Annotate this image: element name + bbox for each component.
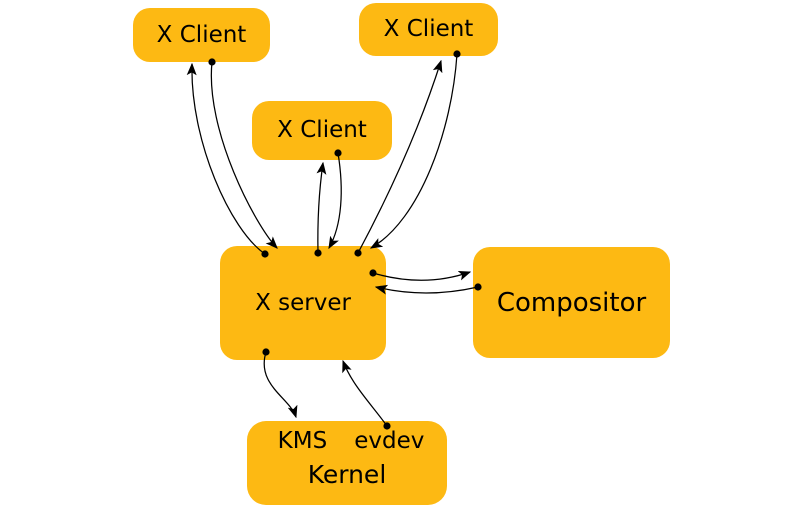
- edge-xserver-to-compositor: [372, 270, 472, 281]
- node-x-client-top-right: X Client: [359, 3, 498, 56]
- node-x-client-top-right-label: X Client: [383, 16, 474, 42]
- node-x-server: X server: [220, 246, 386, 360]
- node-x-client-top-left: X Client: [133, 8, 270, 62]
- node-compositor-label: Compositor: [496, 287, 647, 318]
- edge-xserver-to-kernel-kms: [263, 351, 298, 419]
- edge-client-middle-to-xserver: [328, 152, 342, 250]
- edge-kernel-evdev-to-xserver: [342, 359, 388, 427]
- node-x-client-top-left-label: X Client: [156, 21, 247, 48]
- kernel-kms-label: KMS: [277, 428, 328, 454]
- node-kernel: KMS evdev Kernel: [247, 421, 447, 505]
- kernel-evdev-label: evdev: [354, 428, 425, 454]
- kernel-subsystem-row: KMS evdev: [247, 430, 447, 453]
- node-x-client-middle: X Client: [252, 101, 392, 160]
- node-x-client-middle-label: X Client: [277, 117, 367, 143]
- node-compositor: Compositor: [473, 247, 670, 358]
- node-x-server-label: X server: [255, 289, 351, 316]
- node-kernel-label: Kernel: [307, 460, 387, 489]
- edge-xserver-to-client-middle: [316, 161, 327, 254]
- edge-xserver-to-client-top-left: [186, 62, 266, 255]
- edge-compositor-to-xserver: [374, 284, 479, 295]
